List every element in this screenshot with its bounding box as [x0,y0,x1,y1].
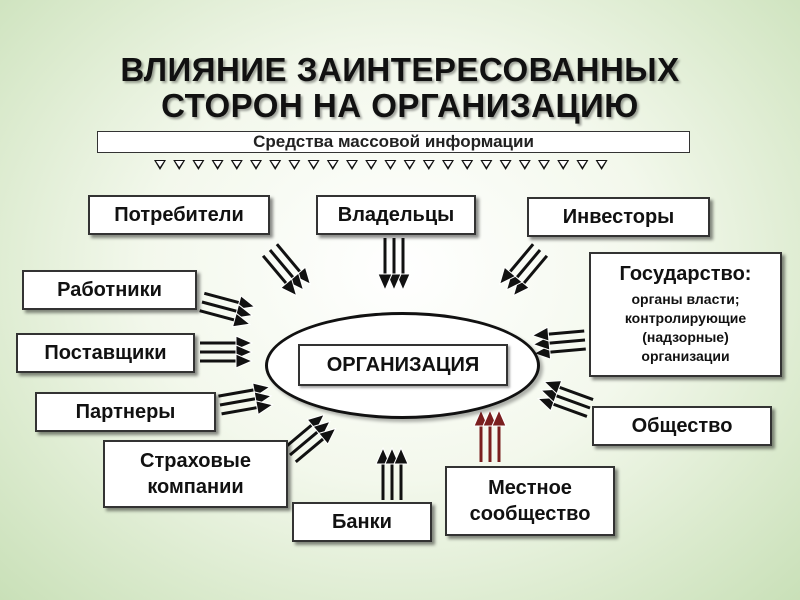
arrow-shaft [261,254,290,288]
arrow-shaft [221,405,262,416]
title-line-1: ВЛИЯНИЕ ЗАИНТЕРЕСОВАННЫХ [120,51,680,88]
arrow-head [498,266,517,286]
box-society: Общество [592,406,772,446]
box-insurance: Страховые компании [103,440,288,508]
page-title: ВЛИЯНИЕ ЗАИНТЕРЕСОВАННЫХ СТОРОН НА ОРГАН… [0,52,800,124]
arrow-head [531,326,550,342]
arrow-head [377,273,393,292]
arrows-banks [375,446,409,500]
media-chevron [557,160,570,170]
arrow-head [234,303,254,319]
arrow-shaft [203,291,244,306]
media-chevron [538,160,550,170]
media-chevron [269,160,282,170]
media-chevron [288,160,301,170]
box-partners: Партнеры [35,392,216,432]
arrow-head [255,400,275,416]
arrow-shaft [218,387,259,398]
arrows-insurance [283,413,337,464]
media-bar: Средства массовой информации [97,131,690,153]
arrow-head [543,380,563,395]
state-line-3: (надзорные) [642,329,729,345]
arrow-head [306,413,326,432]
media-chevron [422,160,435,170]
arrow-shaft [201,300,242,314]
arrow-head [312,420,331,439]
arrow-head [235,353,254,369]
box-owners: Владельцы [316,195,476,235]
arrows-suppliers [200,335,254,369]
organization-label: ОРГАНИЗАЦИЯ [298,344,508,386]
arrow-shaft [275,243,304,276]
arrow-shaft [219,396,260,407]
arrow-shaft [551,392,591,410]
media-chevron [250,160,262,170]
media-chevron [576,160,589,170]
state-line-1: органы власти; [631,291,740,307]
media-chevron [480,160,493,170]
box-state: Государство: органы власти; контролирующ… [589,252,782,377]
box-local-community: Местное сообщество [445,466,615,536]
arrow-head [236,294,256,310]
arrow-head [317,427,337,446]
arrows-state [531,326,586,360]
arrow-shaft [554,384,594,401]
media-chevron [192,160,205,170]
arrow-shaft [289,428,322,457]
media-chevron [403,160,416,170]
media-chevron [346,160,358,170]
arrow-shaft [544,329,585,337]
arrow-shaft [506,243,535,276]
arrow-shaft [545,347,586,354]
box-consumers: Потребители [88,195,270,235]
media-chevron [154,160,166,170]
arrow-shaft [199,309,239,323]
media-chevron [307,160,320,170]
media-chevron [173,160,186,170]
state-line-4: организации [641,348,730,364]
arrow-head [279,277,298,297]
arrow-head [293,266,312,286]
state-line-2: контролирующие [624,310,747,326]
arrow-head [491,408,507,427]
media-chevron [211,160,224,170]
media-chevron [365,160,378,170]
arrow-head [539,388,560,404]
box-banks: Банки [292,502,432,542]
influence-arrows [199,238,594,500]
arrow-shaft [520,254,549,288]
arrows-local-community [473,408,507,462]
arrow-shaft [548,401,588,418]
arrows-owners [377,238,411,292]
arrows-society [536,380,594,418]
media-chevron [595,160,608,170]
arrow-shaft [268,249,297,282]
arrow-shaft [545,338,586,345]
media-chevron [518,160,531,170]
media-chevron [461,160,474,170]
arrow-head [231,312,252,328]
media-arrows [154,160,608,170]
media-chevron [442,160,454,170]
media-chevron [326,160,339,170]
media-chevron [230,160,243,170]
arrow-shaft [283,421,316,450]
arrow-shaft [513,249,542,282]
arrow-head [536,397,557,412]
arrows-workers [199,291,256,328]
box-investors: Инвесторы [527,197,710,237]
arrows-partners [218,382,275,416]
box-workers: Работники [22,270,197,310]
media-chevron [499,160,512,170]
state-title: Государство: [619,263,752,285]
arrows-investors [498,243,549,297]
box-suppliers: Поставщики [16,333,195,373]
arrows-consumers [261,243,312,297]
arrow-head [286,272,305,291]
title-line-2: СТОРОН НА ОРГАНИЗАЦИЮ [161,87,639,124]
media-chevron [384,160,397,170]
arrow-shaft [294,435,328,464]
arrow-head [393,446,409,465]
